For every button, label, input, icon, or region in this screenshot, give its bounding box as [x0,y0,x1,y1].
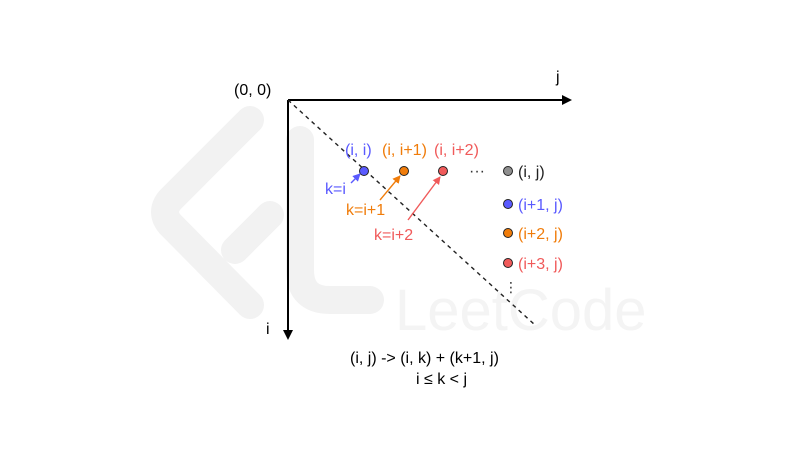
origin-label: (0, 0) [234,82,271,99]
label-i-i: (i, i) [345,142,372,159]
legend-label-i3-j: (i+3, j) [518,256,563,273]
formula-line-2: i ≤ k < j [416,371,467,388]
j-axis-label: j [555,69,560,86]
legend-label-i1-j: (i+1, j) [518,197,563,214]
legend-more: ⋮ [504,279,518,295]
watermark-logo-icon [151,106,384,319]
arrow-k-i1 [379,175,401,201]
watermark-text: LeetCode [395,278,647,343]
legend-dot-i2-j [503,228,513,238]
legend-label-i2-j: (i+2, j) [518,226,563,243]
arrow-k-i2 [407,176,441,221]
legend-dot-i-j [503,166,513,176]
formula-line-1: (i, j) -> (i, k) + (k+1, j) [350,350,499,367]
label-k-i2: k=i+2 [374,227,413,244]
legend-dot-i1-j [503,199,513,209]
label-i-i2: (i, i+2) [434,142,479,159]
i-axis-label: i [266,321,270,338]
point-i-i [359,166,369,176]
label-k-i1: k=i+1 [346,202,385,219]
ellipsis-label: ··· [469,163,485,180]
label-k-i: k=i [325,181,346,198]
label-i-i1: (i, i+1) [382,142,427,159]
watermark: LeetCode [151,106,647,343]
legend-dot-i3-j [503,258,513,268]
arrow-k-i [350,173,361,184]
point-i-i1 [399,166,409,176]
point-i-i2 [438,166,448,176]
legend-label-i-j: (i, j) [518,164,545,181]
